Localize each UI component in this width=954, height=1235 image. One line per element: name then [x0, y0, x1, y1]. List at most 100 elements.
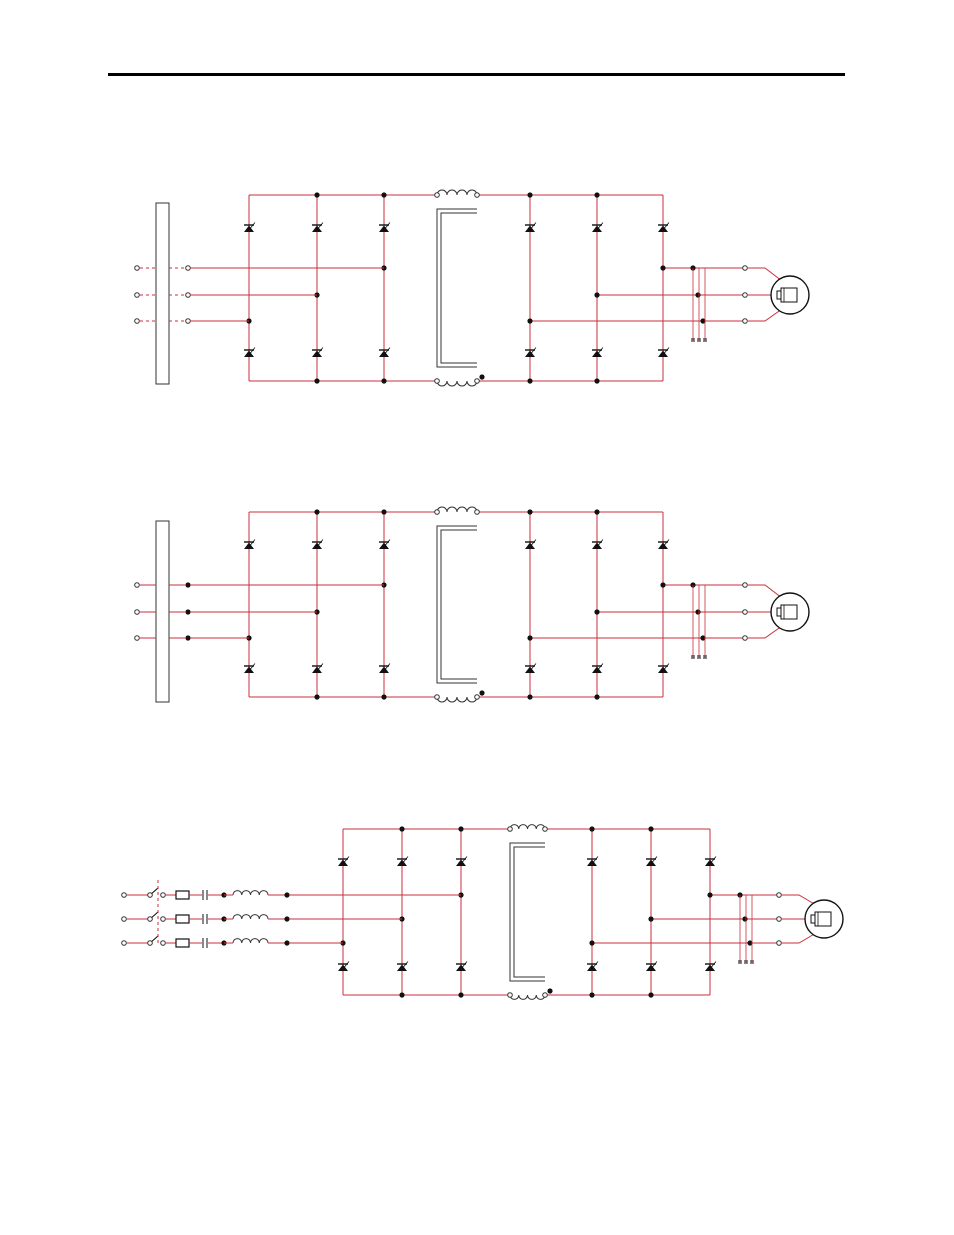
junction-dot — [594, 609, 599, 614]
terminal-node — [186, 319, 191, 324]
junction-dot — [589, 992, 594, 997]
terminal-node — [186, 266, 191, 271]
junction-dot — [648, 826, 653, 831]
terminal-node — [161, 941, 166, 946]
circuit-diagram-3 — [0, 805, 954, 1025]
junction-dot — [527, 509, 532, 514]
junction-dot — [381, 694, 386, 699]
terminal-node — [435, 379, 440, 384]
terminal-node — [135, 583, 140, 588]
terminal-node — [475, 193, 480, 198]
junction-dot — [314, 509, 319, 514]
terminal-node — [543, 993, 548, 998]
junction-dot — [594, 378, 599, 383]
wire — [782, 895, 816, 905]
transformer-secondary-coil — [437, 381, 477, 386]
junction-dot — [314, 378, 319, 383]
terminal-node — [777, 893, 782, 898]
terminal-node — [777, 941, 782, 946]
inductor-icon — [233, 891, 268, 895]
junction-dot — [589, 826, 594, 831]
terminal-node — [743, 610, 748, 615]
transformer-icon — [437, 209, 477, 367]
terminal-node — [475, 510, 480, 515]
junction-dot — [479, 374, 484, 379]
motor-icon — [771, 276, 809, 314]
junction-dot — [458, 826, 463, 831]
wire — [748, 585, 782, 598]
supply-bus — [156, 521, 169, 702]
junction-dot — [381, 378, 386, 383]
terminal-node — [148, 893, 153, 898]
terminal-node — [435, 510, 440, 515]
junction-dot — [479, 690, 484, 695]
junction-dot — [594, 292, 599, 297]
terminal-node — [508, 993, 513, 998]
terminal-node — [743, 319, 748, 324]
terminal-node — [135, 610, 140, 615]
junction-dot — [527, 192, 532, 197]
capacitor-icon — [691, 268, 707, 341]
transformer-icon — [437, 526, 477, 683]
junction-dot — [660, 265, 665, 270]
terminal-node — [777, 917, 782, 922]
junction-dot — [185, 609, 190, 614]
junction-dot — [660, 582, 665, 587]
junction-dot — [594, 694, 599, 699]
motor-icon — [805, 900, 843, 938]
junction-dot — [527, 378, 532, 383]
terminal-node — [743, 583, 748, 588]
terminal-node — [148, 941, 153, 946]
junction-dot — [589, 940, 594, 945]
junction-dot — [458, 992, 463, 997]
junction-dot — [594, 509, 599, 514]
junction-dot — [527, 635, 532, 640]
junction-dot — [547, 988, 552, 993]
terminal-node — [161, 917, 166, 922]
capacitor-icon — [691, 585, 707, 658]
terminal-node — [135, 636, 140, 641]
junction-dot — [399, 992, 404, 997]
transformer-secondary-coil — [437, 697, 477, 702]
circuit-diagram-2 — [0, 488, 954, 728]
terminal-node — [122, 917, 127, 922]
fuse-icon — [176, 891, 189, 899]
terminal-node — [435, 193, 440, 198]
terminal-node — [135, 319, 140, 324]
terminal-node — [148, 917, 153, 922]
terminal-node — [435, 695, 440, 700]
wire — [748, 309, 782, 321]
junction-dot — [284, 916, 289, 921]
junction-dot — [648, 992, 653, 997]
supply-bus — [156, 203, 169, 384]
fuse-icon — [176, 939, 189, 947]
transformer-icon — [510, 843, 545, 981]
junction-dot — [527, 318, 532, 323]
motor-icon — [771, 593, 809, 631]
fuse-icon — [176, 915, 189, 923]
inductor-icon — [233, 915, 268, 919]
junction-dot — [742, 916, 747, 921]
terminal-node — [543, 827, 548, 832]
terminal-node — [508, 827, 513, 832]
junction-dot — [695, 609, 700, 614]
wire — [782, 933, 816, 943]
terminal-node — [743, 293, 748, 298]
header-rule — [108, 73, 845, 76]
terminal-node — [743, 266, 748, 271]
junction-dot — [594, 192, 599, 197]
terminal-node — [122, 941, 127, 946]
junction-dot — [381, 192, 386, 197]
junction-dot — [314, 192, 319, 197]
junction-dot — [381, 509, 386, 514]
junction-dot — [314, 694, 319, 699]
junction-dot — [284, 940, 289, 945]
terminal-node — [475, 695, 480, 700]
terminal-node — [186, 293, 191, 298]
junction-dot — [695, 292, 700, 297]
junction-dot — [707, 892, 712, 897]
junction-dot — [185, 635, 190, 640]
terminal-node — [122, 893, 127, 898]
terminal-node — [743, 636, 748, 641]
wire — [748, 268, 782, 281]
